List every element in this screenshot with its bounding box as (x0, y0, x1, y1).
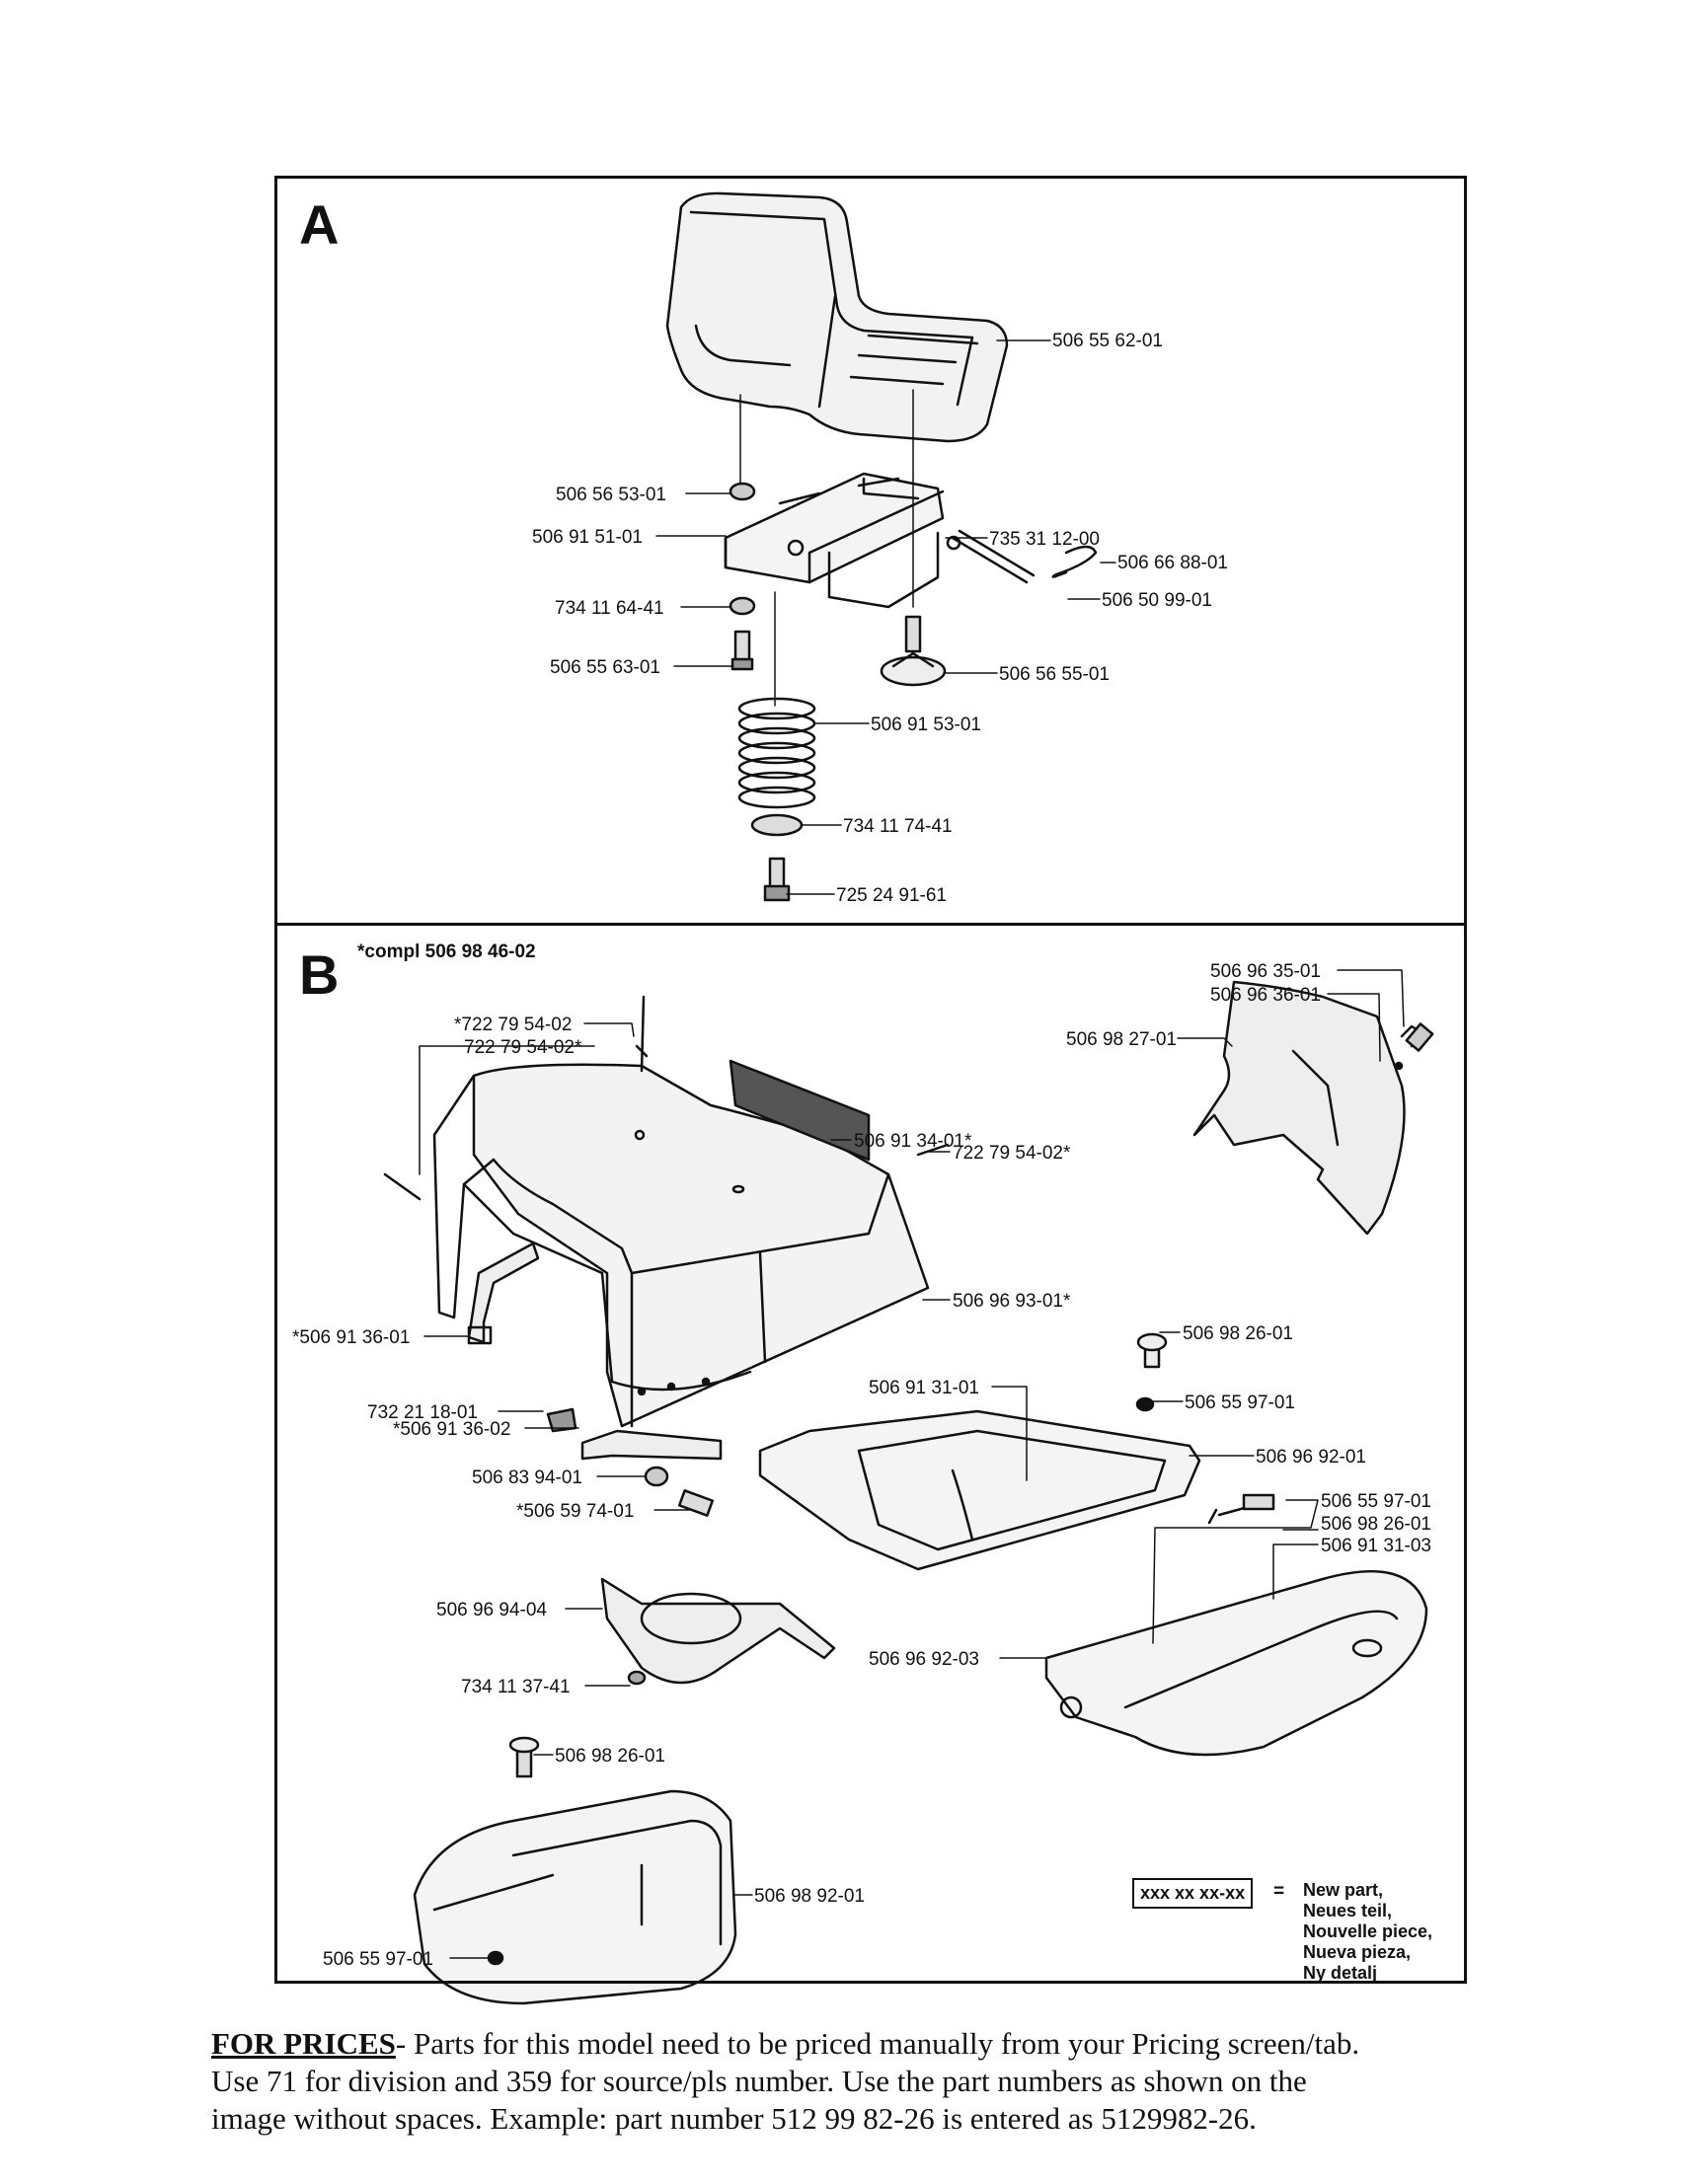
hood-drawing (432, 1063, 930, 1428)
battery-box-drawing (413, 1789, 737, 2005)
footrest-drawing (758, 1409, 1201, 1571)
legend-text: New part, Neues teil, Nouvelle piece, Nu… (1303, 1880, 1432, 1984)
part-label: 506 96 36-01 (1210, 985, 1321, 1006)
legend-line: Nueva pieza, (1303, 1942, 1412, 1962)
part-label: 506 55 97-01 (1185, 1393, 1295, 1413)
washer-a2 (729, 596, 756, 616)
section-b-letter: B (299, 943, 340, 1006)
pricing-note-line1: FOR PRICES- Parts for this model need to… (211, 2025, 1495, 2063)
part-label: 725 24 91-61 (836, 885, 947, 906)
part-label: 506 55 62-01 (1052, 331, 1163, 351)
part-label: 506 98 92-01 (754, 1886, 865, 1907)
part-label: 506 98 26-01 (555, 1746, 665, 1767)
part-label: 722 79 54-02* (464, 1037, 582, 1058)
diagram-frame (274, 176, 1467, 1984)
part-label: 506 96 92-01 (1256, 1447, 1366, 1468)
part-label: 735 31 12-00 (989, 529, 1100, 550)
part-label: 506 56 53-01 (556, 485, 666, 505)
section-a-letter: A (299, 193, 340, 256)
part-label: 506 50 99-01 (1102, 590, 1212, 611)
kit-label: *compl 506 98 46-02 (357, 941, 536, 962)
part-label: 506 91 34-01* (854, 1131, 972, 1152)
spring-drawing (737, 697, 816, 809)
part-label: *506 91 36-01 (292, 1327, 411, 1348)
part-label: 734 11 37-41 (461, 1677, 571, 1697)
seat-bracket-drawing (724, 472, 945, 609)
pricing-note-line1-text: - Parts for this model need to be priced… (395, 2026, 1360, 2061)
part-label: 506 55 97-01 (323, 1949, 433, 1970)
part-label: 506 96 94-04 (436, 1600, 547, 1620)
part-label: 506 55 97-01 (1321, 1491, 1431, 1512)
legend-line: New part, (1303, 1880, 1384, 1900)
strap-drawing (580, 1429, 723, 1461)
part-label: 506 96 92-03 (869, 1649, 979, 1670)
part-label: 506 56 55-01 (999, 664, 1110, 685)
rear-tray-drawing (1044, 1569, 1428, 1757)
part-label: 506 98 26-01 (1321, 1514, 1431, 1535)
seat-drawing (665, 191, 1009, 443)
chute-ring-drawing (600, 1577, 836, 1685)
part-label: *506 91 36-02 (393, 1419, 511, 1440)
part-label: 506 83 94-01 (472, 1468, 582, 1488)
legend-line: Ny detalj (1303, 1963, 1378, 1983)
pricing-note-line3: image without spaces. Example: part numb… (211, 2101, 1257, 2136)
part-label: 506 91 31-03 (1321, 1536, 1431, 1556)
knob-drawing (880, 615, 947, 687)
part-label: *722 79 54-02 (454, 1015, 573, 1035)
part-label: 734 11 74-41 (843, 816, 953, 837)
legend-equals: = (1273, 1881, 1285, 1902)
grille-drawing (729, 1059, 871, 1162)
legend-line: Neues teil, (1303, 1901, 1393, 1920)
part-label: 506 98 26-01 (1183, 1323, 1293, 1344)
pricing-note-line2: Use 71 for division and 359 for source/p… (211, 2064, 1307, 2098)
part-label: *506 59 74-01 (516, 1501, 635, 1522)
pricing-note: FOR PRICES- Parts for this model need to… (211, 2025, 1495, 2138)
part-label: 506 91 51-01 (532, 527, 643, 548)
fuse-holder (1405, 1022, 1434, 1052)
section-divider (274, 923, 1467, 926)
part-label: 506 55 63-01 (550, 657, 660, 678)
part-label: 506 98 27-01 (1066, 1029, 1177, 1050)
part-label: 506 91 31-01 (869, 1378, 979, 1398)
part-label: 506 66 88-01 (1117, 553, 1228, 573)
for-prices-heading: FOR PRICES (211, 2026, 396, 2061)
part-label: 506 96 35-01 (1210, 961, 1321, 982)
part-label: 732 21 18-01 (367, 1402, 478, 1423)
part-label: 734 11 64-41 (555, 598, 664, 619)
legend-box: xxx xx xx-xx (1132, 1878, 1254, 1909)
part-label: 506 96 93-01* (953, 1291, 1071, 1312)
part-label: 722 79 54-02* (953, 1143, 1071, 1164)
hood-bracket-drawing (467, 1242, 540, 1344)
part-label: 506 91 53-01 (871, 715, 981, 735)
washer-a1 (729, 482, 756, 501)
legend-line: Nouvelle piece, (1303, 1921, 1433, 1941)
